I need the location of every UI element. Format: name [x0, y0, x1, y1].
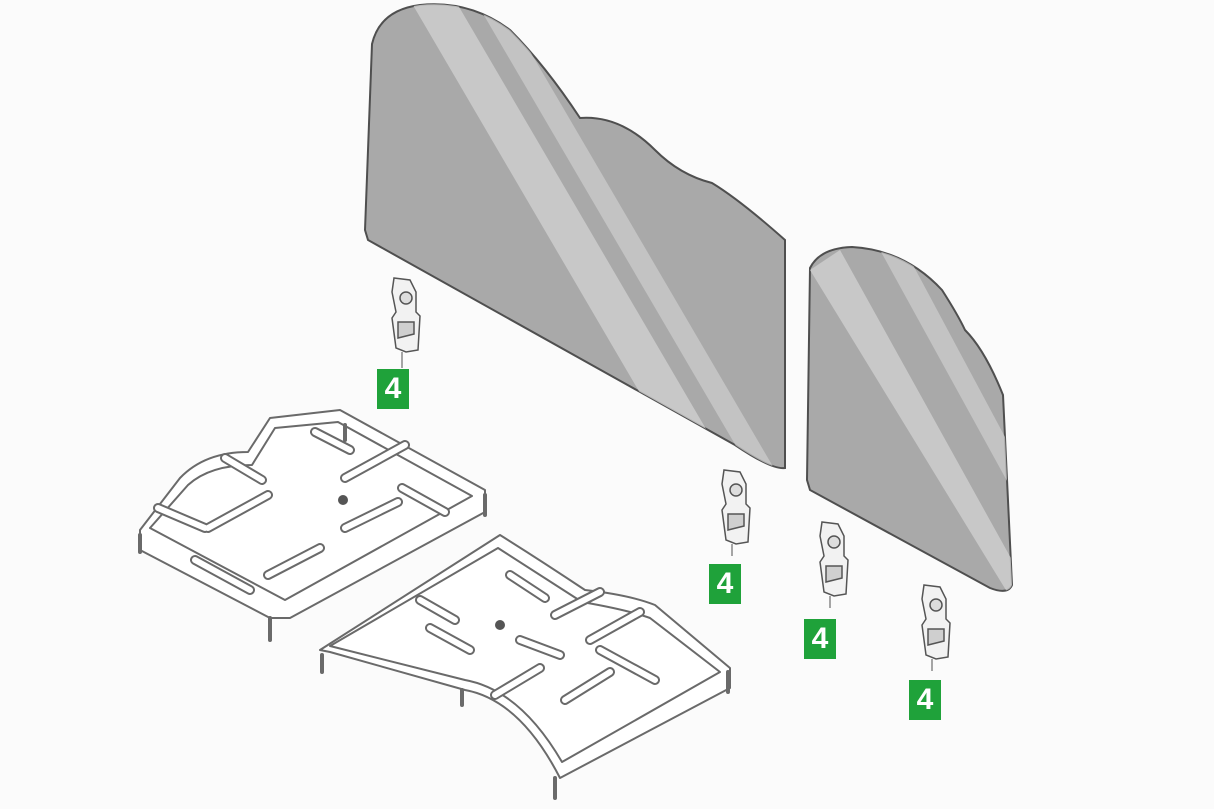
callout-label: 4: [716, 567, 734, 600]
callout-backgrounds: [377, 369, 941, 720]
callout-label: 4: [811, 622, 829, 655]
glass-panel-small: [805, 245, 1014, 592]
callout-label: 4: [384, 372, 402, 405]
pan-support-right: [319, 534, 731, 800]
glass-panel-large: [363, 3, 786, 470]
callout-label: 4: [916, 683, 934, 716]
hinge-bracket: [391, 277, 951, 671]
pan-support-left: [138, 409, 487, 642]
